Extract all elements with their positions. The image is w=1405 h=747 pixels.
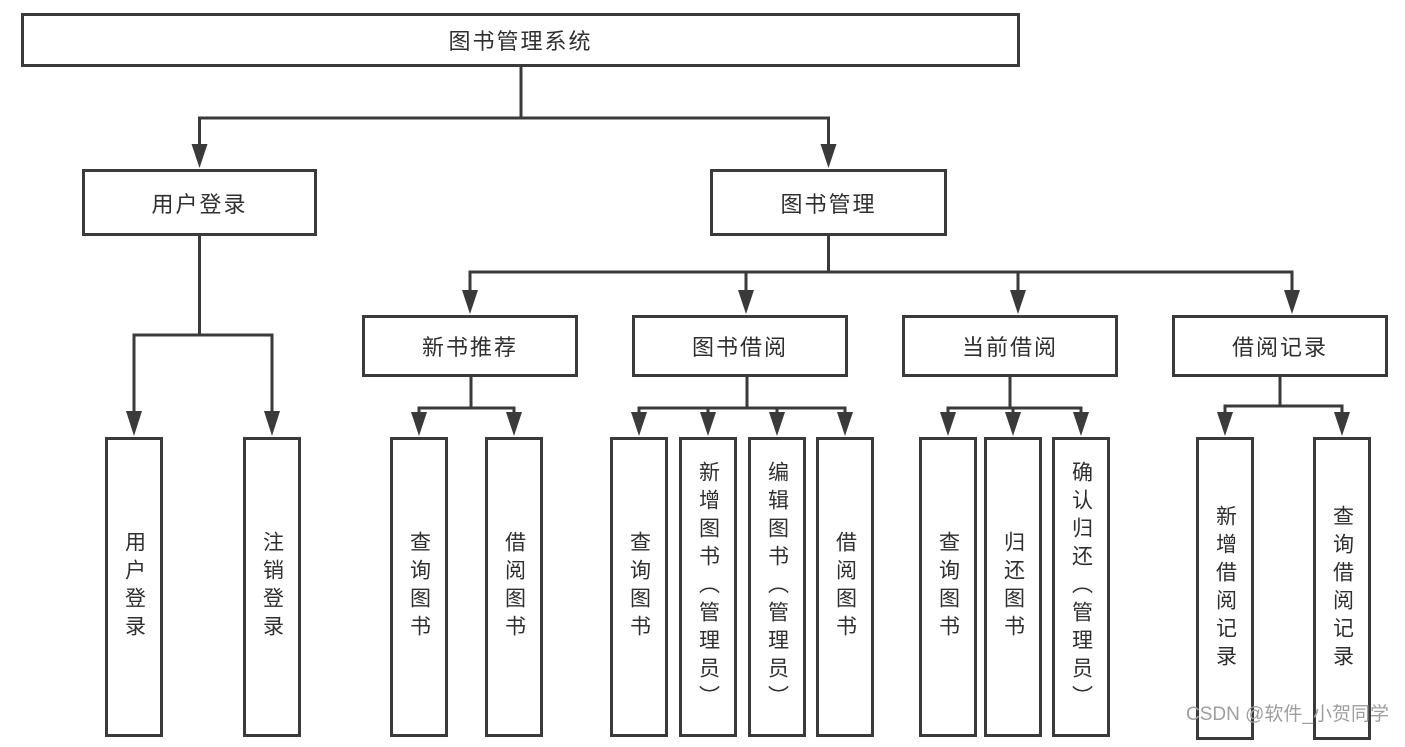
leaf-query-books-2: 查询图书 [610,437,668,737]
leaf-user-login-label: 用户登录 [122,531,146,643]
node-book-management-label: 图书管理 [780,191,877,217]
leaf-query-books-1-label: 查询图书 [407,531,431,643]
leaf-add-borrow-record-label: 新增借阅记录 [1213,504,1237,673]
arrowheads [126,144,1350,436]
node-user-login-label: 用户登录 [151,191,248,217]
node-new-book-recommend: 新书推荐 [362,315,578,377]
leaf-edit-book-admin: 编辑图书（管理员） [748,437,806,737]
leaf-logout-label: 注销登录 [260,531,284,643]
leaf-query-books-3: 查询图书 [919,437,977,737]
node-book-management: 图书管理 [710,169,947,236]
leaf-confirm-return-admin-label: 确认归还（管理员） [1069,461,1093,713]
connector-user-login [132,235,274,413]
connector-book-borrowing [637,377,847,414]
connector-root [198,67,830,146]
leaf-query-borrow-record: 查询借阅记录 [1313,437,1371,740]
node-current-borrowing: 当前借阅 [902,315,1118,377]
leaf-confirm-return-admin: 确认归还（管理员） [1052,437,1110,737]
node-root-label: 图书管理系统 [448,29,593,54]
connector-new-book-recommend [417,377,516,414]
watermark: CSDN @软件_小贺同学 [1186,704,1389,725]
leaf-query-books-1: 查询图书 [390,437,448,737]
leaf-add-book-admin-label: 新增图书（管理员） [696,461,720,713]
connector-borrowing-records [1223,377,1344,414]
leaf-query-books-2-label: 查询图书 [627,531,651,643]
node-new-book-recommend-label: 新书推荐 [421,335,518,360]
node-user-login: 用户登录 [82,169,317,236]
connector-book-management [468,236,1294,291]
node-borrowing-records: 借阅记录 [1172,315,1388,377]
leaf-add-book-admin: 新增图书（管理员） [679,437,737,737]
node-current-borrowing-label: 当前借阅 [961,335,1058,360]
leaf-borrow-books-1: 借阅图书 [485,437,543,737]
leaf-query-borrow-record-label: 查询借阅记录 [1330,504,1354,673]
leaf-return-books: 归还图书 [984,437,1042,737]
node-borrowing-records-label: 借阅记录 [1231,335,1328,360]
leaf-borrow-books-1-label: 借阅图书 [502,531,526,643]
leaf-edit-book-admin-label: 编辑图书（管理员） [765,461,789,713]
leaf-add-borrow-record: 新增借阅记录 [1196,437,1254,740]
node-book-borrowing-label: 图书借阅 [691,335,788,360]
leaf-borrow-books-2-label: 借阅图书 [833,531,857,643]
node-book-borrowing: 图书借阅 [632,315,848,377]
leaf-logout: 注销登录 [243,437,301,737]
leaf-borrow-books-2: 借阅图书 [816,437,874,737]
connector-current-borrowing [946,377,1083,414]
leaf-return-books-label: 归还图书 [1001,531,1025,643]
node-root: 图书管理系统 [21,13,1020,67]
leaf-user-login: 用户登录 [105,437,163,737]
leaf-query-books-3-label: 查询图书 [936,531,960,643]
